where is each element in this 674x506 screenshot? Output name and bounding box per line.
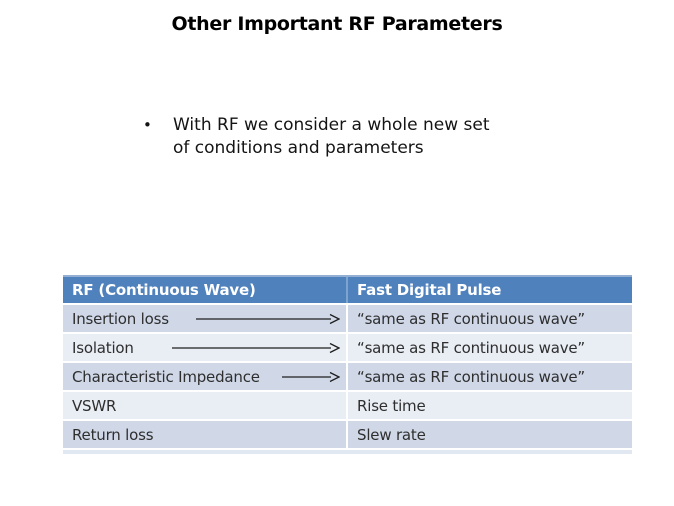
table-row: Return loss Slew rate <box>63 421 632 448</box>
cell-left-text: Characteristic Impedance <box>72 367 260 386</box>
table-header-row: RF (Continuous Wave) Fast Digital Pulse <box>63 275 632 303</box>
column-header-fast-digital-pulse: Fast Digital Pulse <box>348 277 632 303</box>
rf-parameters-table: RF (Continuous Wave) Fast Digital Pulse … <box>63 275 632 454</box>
table-row: Isolation “same as RF continuous wave” <box>63 334 632 361</box>
bullet-dot-icon: • <box>143 116 152 134</box>
bullet-item: • With RF we consider a whole new set of… <box>143 114 490 159</box>
cell-right-text: Slew rate <box>357 425 426 444</box>
maps-to-arrow-icon <box>196 313 340 324</box>
table-row: VSWR Rise time <box>63 392 632 419</box>
page-title: Other Important RF Parameters <box>171 13 503 35</box>
cell-right-text: Rise time <box>357 396 426 415</box>
cell-left-text: Return loss <box>72 425 154 444</box>
bullet-text: With RF we consider a whole new set of c… <box>173 115 490 158</box>
maps-to-arrow-icon <box>282 371 340 382</box>
table-bottom-border <box>63 450 632 454</box>
cell-right-text: “same as RF continuous wave” <box>357 338 585 357</box>
maps-to-arrow-icon <box>172 342 340 353</box>
table-row: Insertion loss “same as RF continuous wa… <box>63 305 632 332</box>
cell-right-text: “same as RF continuous wave” <box>357 309 585 328</box>
cell-left-text: Isolation <box>72 338 134 357</box>
column-header-rf-continuous-wave: RF (Continuous Wave) <box>63 277 346 303</box>
cell-left-text: VSWR <box>72 396 117 415</box>
cell-right-text: “same as RF continuous wave” <box>357 367 585 386</box>
table-row: Characteristic Impedance “same as RF con… <box>63 363 632 390</box>
cell-left-text: Insertion loss <box>72 309 169 328</box>
